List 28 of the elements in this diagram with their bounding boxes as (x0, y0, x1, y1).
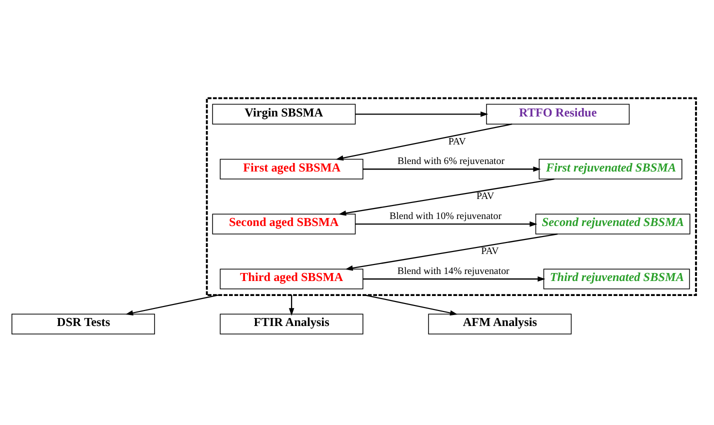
edge-label: PAV (448, 136, 466, 147)
arrow (362, 166, 541, 172)
node-box: Second rejuvenated SBSMA (535, 213, 690, 234)
node-box: Virgin SBSMA (212, 103, 356, 124)
node-box: Third aged SBSMA (220, 268, 364, 289)
arrow (364, 294, 458, 316)
arrow (345, 232, 558, 270)
arrow (355, 220, 538, 226)
arrow (363, 276, 546, 282)
arrow (125, 294, 219, 316)
node-box: RTFO Residue (486, 103, 630, 124)
arrow (336, 123, 512, 160)
cluster (206, 96, 697, 296)
edge-label: Blend with 14% rejuvenator (397, 265, 510, 276)
edge-label: PAV (476, 190, 494, 202)
edge-label: Blend with 10% rejuvenator (390, 210, 502, 222)
arrow (355, 111, 488, 116)
arrow (338, 178, 554, 216)
arrow (288, 294, 294, 316)
edge-label: Blend with 6% rejuvenator (398, 156, 505, 167)
node-box: First rejuvenated SBSMA (538, 158, 682, 179)
node-box: FTIR Analysis (220, 313, 364, 334)
node-box: AFM Analysis (428, 313, 572, 334)
node-box: DSR Tests (12, 313, 155, 334)
node-box: Second aged SBSMA (212, 213, 356, 234)
node-box: Third rejuvenated SBSMA (543, 268, 690, 289)
node-box: First aged SBSMA (220, 158, 364, 179)
edge-label: PAV (481, 246, 499, 257)
